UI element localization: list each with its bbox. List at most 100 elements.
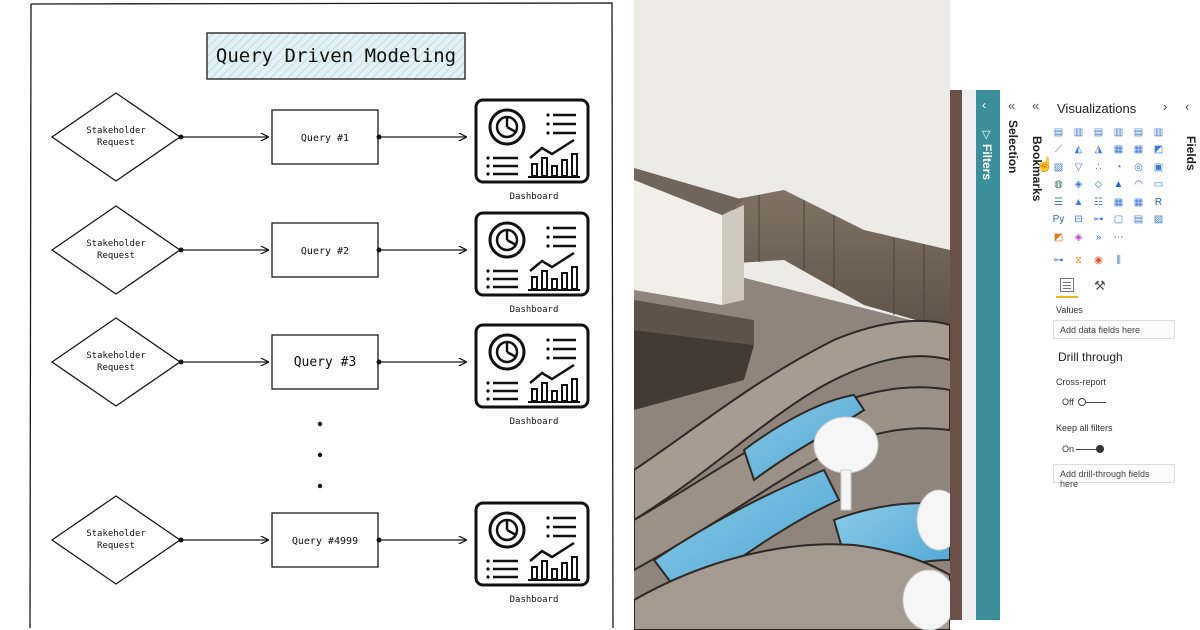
- ribbon-chart-icon[interactable]: ◩: [1153, 144, 1164, 155]
- dashboard-icon: [474, 98, 590, 184]
- azure-map-icon[interactable]: ▲: [1113, 179, 1124, 190]
- collapse-selection-icon[interactable]: «: [1008, 98, 1016, 113]
- stakeholder-diamond: [50, 495, 182, 585]
- ellipsis-dots: [317, 421, 323, 489]
- query-label: Query #3: [294, 355, 357, 370]
- dashboard-label: Dashboard: [510, 595, 559, 605]
- dashboard-icon: [474, 323, 590, 409]
- request-label: Request: [97, 138, 135, 148]
- powerbi-pane: ‹ ▽ Filters « Selection « Bookmarks Visu…: [950, 0, 1200, 630]
- chevron-left-icon[interactable]: ‹: [982, 98, 986, 112]
- 100-column-icon[interactable]: ▥: [1153, 126, 1164, 138]
- dashboard-label: Dashboard: [510, 305, 559, 315]
- arcgis-icon[interactable]: ◩: [1053, 231, 1064, 243]
- more-visuals-icon[interactable]: ⋯: [1113, 231, 1124, 243]
- connector-dot: [376, 247, 382, 253]
- fields-well-icon[interactable]: [1060, 278, 1074, 292]
- line-column-icon[interactable]: ▦: [1113, 144, 1124, 155]
- paginated-report-icon[interactable]: ▧: [1153, 214, 1164, 225]
- keep-filters-toggle[interactable]: On: [1062, 444, 1104, 454]
- stakeholder-label: Stakeholder: [86, 239, 146, 249]
- dashboard-label: Dashboard: [510, 192, 559, 202]
- waterfall-icon[interactable]: ▧: [1053, 161, 1064, 173]
- toggle-knob-off: [1078, 398, 1086, 406]
- card-icon[interactable]: ▭: [1153, 179, 1164, 190]
- architecture-model-photo: [634, 0, 950, 630]
- power-automate-icon[interactable]: »: [1095, 231, 1102, 243]
- dashboard-label: Dashboard: [510, 417, 559, 427]
- 100-bar-icon[interactable]: ▤: [1133, 126, 1144, 138]
- active-tab-indicator: [1056, 296, 1078, 298]
- table-icon[interactable]: ▦: [1113, 196, 1124, 208]
- python-visual-icon[interactable]: Py: [1052, 214, 1065, 225]
- qna-icon[interactable]: ▢: [1113, 214, 1124, 225]
- donut-chart-icon[interactable]: ◎: [1134, 161, 1143, 173]
- drill-through-title: Drill through: [1058, 350, 1123, 364]
- decomposition-tree-icon[interactable]: ⊶: [1093, 214, 1104, 225]
- shape-map-icon[interactable]: ◇: [1094, 179, 1103, 190]
- stakeholder-diamond: [50, 317, 182, 407]
- query-box: [271, 512, 379, 568]
- filter-funnel-icon: ▽: [982, 129, 991, 141]
- connector-dot: [376, 537, 382, 543]
- power-apps-icon[interactable]: ◈: [1074, 231, 1083, 243]
- values-label: Values: [1056, 305, 1083, 315]
- request-label: Request: [97, 541, 135, 551]
- request-label: Request: [97, 251, 135, 261]
- paint-roller-icon[interactable]: ⚒: [1094, 278, 1106, 293]
- sankey-custom-icon[interactable]: ⧖: [1074, 254, 1083, 266]
- query-box: [271, 334, 379, 390]
- smart-narrative-icon[interactable]: ▤: [1133, 214, 1144, 225]
- funnel-icon[interactable]: ▽: [1074, 161, 1083, 173]
- values-well[interactable]: Add data fields here: [1053, 320, 1175, 339]
- keep-filters-label: Keep all filters: [1056, 423, 1113, 433]
- chevron-right-icon[interactable]: ›: [1163, 99, 1168, 114]
- chevron-left-icon[interactable]: ‹: [1185, 99, 1190, 114]
- kpi-icon[interactable]: ▲: [1073, 196, 1084, 208]
- filled-map-icon[interactable]: ◈: [1074, 179, 1083, 190]
- diagram-title: Query Driven Modeling: [216, 45, 456, 67]
- cross-report-toggle[interactable]: Off: [1062, 397, 1106, 407]
- architecture-model-illustration: [634, 0, 950, 630]
- r-visual-icon[interactable]: R: [1154, 196, 1163, 208]
- column-chart-icon[interactable]: ▥: [1073, 126, 1084, 138]
- multi-card-icon[interactable]: ☰: [1054, 196, 1063, 208]
- stacked-bar-icon[interactable]: ▤: [1093, 126, 1104, 138]
- connector-dot: [376, 134, 382, 140]
- line-chart-icon[interactable]: ⟋: [1055, 144, 1062, 155]
- avatar-custom-icon[interactable]: ◉: [1094, 254, 1103, 266]
- network-custom-icon[interactable]: ⊶: [1053, 254, 1064, 266]
- collapse-bookmarks-icon[interactable]: «: [1032, 98, 1040, 113]
- slicer-icon[interactable]: ☷: [1094, 196, 1103, 208]
- stacked-area-icon[interactable]: ◮: [1094, 144, 1103, 155]
- cross-report-state: Off: [1062, 397, 1074, 407]
- pie-chart-icon[interactable]: ◔: [1115, 161, 1122, 173]
- fields-tab[interactable]: Fields: [1184, 136, 1198, 171]
- bookmarks-tab[interactable]: Bookmarks: [1030, 136, 1044, 202]
- connector-dot: [178, 359, 184, 365]
- clustered-column-icon[interactable]: ▥: [1113, 126, 1124, 138]
- toggle-knob-on: [1096, 445, 1104, 453]
- bar-chart-icon[interactable]: ▤: [1053, 126, 1064, 138]
- timeline-custom-icon[interactable]: ⫼: [1116, 254, 1121, 266]
- query-box: [271, 222, 379, 278]
- visualizations-title: Visualizations: [1057, 101, 1137, 116]
- gauge-icon[interactable]: ◠: [1134, 179, 1143, 190]
- matrix-icon[interactable]: ▦: [1133, 196, 1144, 208]
- filters-pane-collapsed[interactable]: ‹ ▽ Filters: [976, 90, 1000, 620]
- treemap-icon[interactable]: ▣: [1153, 161, 1164, 173]
- drill-through-well[interactable]: Add drill-through fields here: [1053, 464, 1175, 489]
- area-chart-icon[interactable]: ◭: [1074, 144, 1083, 155]
- line-stacked-icon[interactable]: ▦: [1133, 144, 1144, 155]
- scatter-icon[interactable]: ∴: [1095, 161, 1102, 173]
- map-icon[interactable]: ◍: [1054, 179, 1063, 190]
- page-border: [29, 2, 614, 629]
- selection-tab[interactable]: Selection: [1006, 120, 1020, 174]
- key-influencers-icon[interactable]: ⊟: [1074, 214, 1083, 225]
- connector-dot: [376, 359, 382, 365]
- connector-dot: [178, 247, 184, 253]
